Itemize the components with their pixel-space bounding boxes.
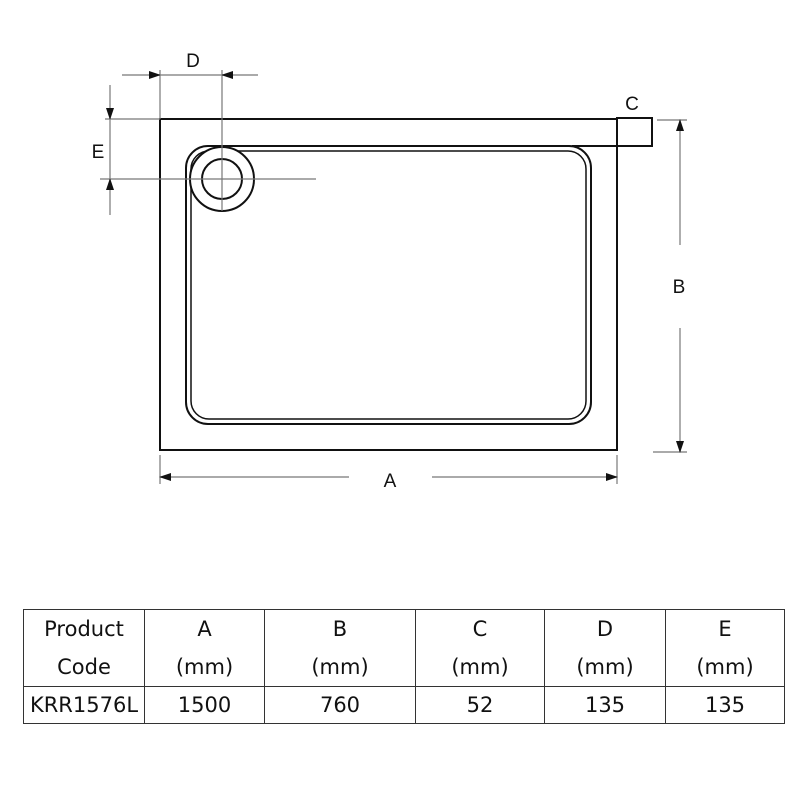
label-a: A bbox=[384, 471, 397, 492]
cell-e: 135 bbox=[665, 686, 785, 724]
header-d: D(mm) bbox=[544, 609, 666, 687]
label-d: D bbox=[186, 51, 200, 72]
cell-product-code: KRR1576L bbox=[23, 686, 145, 724]
label-c: C bbox=[625, 94, 639, 115]
dimension-lines bbox=[100, 70, 687, 484]
cell-b: 760 bbox=[264, 686, 416, 724]
header-c: C(mm) bbox=[415, 609, 545, 687]
tray-outline bbox=[159, 117, 653, 451]
cell-d: 135 bbox=[544, 686, 666, 724]
header-a: A(mm) bbox=[144, 609, 265, 687]
shower-tray-dimension-drawing: D E C B A bbox=[92, 51, 687, 492]
label-b: B bbox=[673, 277, 686, 298]
table-row: KRR1576L 1500 760 52 135 135 bbox=[23, 686, 785, 724]
cell-c: 52 bbox=[415, 686, 545, 724]
header-e: E(mm) bbox=[665, 609, 785, 687]
cell-a: 1500 bbox=[144, 686, 265, 724]
label-e: E bbox=[92, 142, 105, 163]
header-b: B(mm) bbox=[264, 609, 416, 687]
